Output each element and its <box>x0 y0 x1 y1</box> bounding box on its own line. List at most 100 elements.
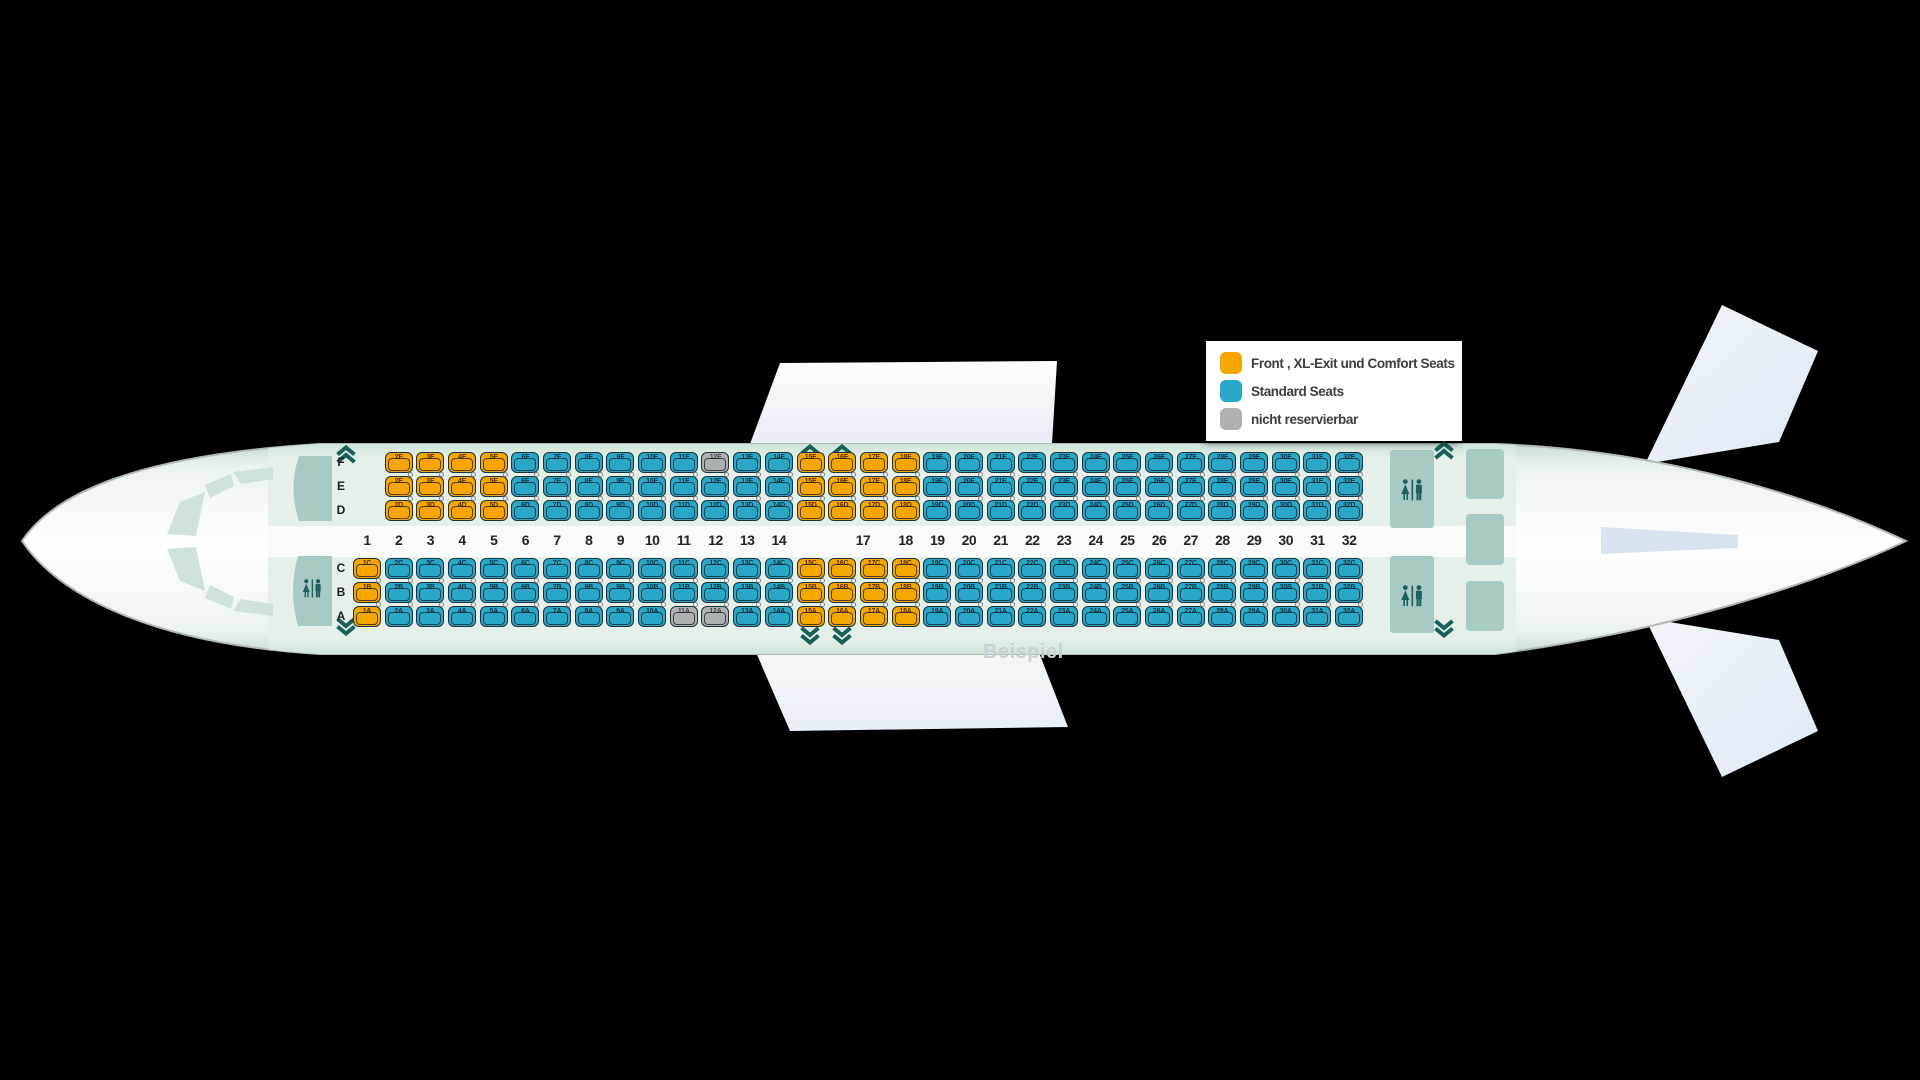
seat-3A[interactable]: 3A <box>416 606 445 627</box>
seat-2B[interactable]: 2B <box>384 582 413 603</box>
seat-7F[interactable]: 7F <box>543 452 572 473</box>
seat-19D[interactable]: 19D <box>923 500 952 521</box>
seat-20B[interactable]: 20B <box>954 582 983 603</box>
seat-10B[interactable]: 10B <box>638 582 667 603</box>
seat-20C[interactable]: 20C <box>954 558 983 579</box>
seat-6C[interactable]: 6C <box>511 558 540 579</box>
seat-6D[interactable]: 6D <box>511 500 540 521</box>
seat-29C[interactable]: 29C <box>1240 558 1269 579</box>
seat-17E[interactable]: 17E <box>859 476 888 497</box>
seat-28E[interactable]: 28E <box>1208 476 1237 497</box>
seat-32B[interactable]: 32B <box>1335 582 1364 603</box>
seat-23C[interactable]: 23C <box>1049 558 1078 579</box>
seat-16C[interactable]: 16C <box>828 558 857 579</box>
seat-7D[interactable]: 7D <box>543 500 572 521</box>
seat-29A[interactable]: 29A <box>1240 606 1269 627</box>
seat-3E[interactable]: 3E <box>416 476 445 497</box>
seat-7C[interactable]: 7C <box>543 558 572 579</box>
seat-26F[interactable]: 26F <box>1145 452 1173 473</box>
seat-17A[interactable]: 17A <box>859 606 888 627</box>
seat-27E[interactable]: 27E <box>1176 476 1205 497</box>
seat-23A[interactable]: 23A <box>1049 606 1078 627</box>
seat-8F[interactable]: 8F <box>574 452 603 473</box>
seat-11A[interactable]: 11A <box>669 606 698 627</box>
seat-31C[interactable]: 31C <box>1303 558 1332 579</box>
seat-14B[interactable]: 14B <box>764 582 793 603</box>
seat-31B[interactable]: 31B <box>1303 582 1332 603</box>
seat-11E[interactable]: 11E <box>669 476 698 497</box>
seat-14E[interactable]: 14E <box>764 476 793 497</box>
seat-21B[interactable]: 21B <box>986 582 1015 603</box>
seat-15A[interactable]: 15A <box>796 606 825 627</box>
seat-13D[interactable]: 13D <box>733 500 762 521</box>
seat-26B[interactable]: 26B <box>1145 582 1173 603</box>
seat-29D[interactable]: 29D <box>1240 500 1269 521</box>
seat-11D[interactable]: 11D <box>669 500 698 521</box>
seat-20D[interactable]: 20D <box>954 500 983 521</box>
seat-5A[interactable]: 5A <box>479 606 508 627</box>
seat-9D[interactable]: 9D <box>606 500 635 521</box>
seat-22B[interactable]: 22B <box>1018 582 1047 603</box>
seat-13B[interactable]: 13B <box>733 582 762 603</box>
seat-12C[interactable]: 12C <box>701 558 730 579</box>
seat-12B[interactable]: 12B <box>701 582 730 603</box>
seat-12A[interactable]: 12A <box>701 606 730 627</box>
seat-15F[interactable]: 15F <box>796 452 825 473</box>
seat-4A[interactable]: 4A <box>448 606 477 627</box>
seat-16B[interactable]: 16B <box>828 582 857 603</box>
seat-1C[interactable]: 1C <box>353 558 381 579</box>
seat-32E[interactable]: 32E <box>1335 476 1364 497</box>
seat-11F[interactable]: 11F <box>669 452 698 473</box>
seat-5B[interactable]: 5B <box>479 582 508 603</box>
seat-11B[interactable]: 11B <box>669 582 698 603</box>
seat-4F[interactable]: 4F <box>448 452 477 473</box>
seat-8C[interactable]: 8C <box>574 558 603 579</box>
seat-2C[interactable]: 2C <box>384 558 413 579</box>
seat-31D[interactable]: 31D <box>1303 500 1332 521</box>
seat-5E[interactable]: 5E <box>479 476 508 497</box>
seat-22C[interactable]: 22C <box>1018 558 1047 579</box>
seat-15D[interactable]: 15D <box>796 500 825 521</box>
seat-18C[interactable]: 18C <box>891 558 920 579</box>
seat-2E[interactable]: 2E <box>384 476 413 497</box>
seat-6F[interactable]: 6F <box>511 452 540 473</box>
seat-27A[interactable]: 27A <box>1176 606 1205 627</box>
seat-8A[interactable]: 8A <box>574 606 603 627</box>
seat-12E[interactable]: 12E <box>701 476 730 497</box>
seat-17F[interactable]: 17F <box>859 452 888 473</box>
seat-27C[interactable]: 27C <box>1176 558 1205 579</box>
seat-26C[interactable]: 26C <box>1145 558 1173 579</box>
seat-17B[interactable]: 17B <box>859 582 888 603</box>
seat-24B[interactable]: 24B <box>1081 582 1110 603</box>
seat-28A[interactable]: 28A <box>1208 606 1237 627</box>
seat-13A[interactable]: 13A <box>733 606 762 627</box>
seat-10E[interactable]: 10E <box>638 476 667 497</box>
seat-25C[interactable]: 25C <box>1113 558 1142 579</box>
seat-9C[interactable]: 9C <box>606 558 635 579</box>
seat-28D[interactable]: 28D <box>1208 500 1237 521</box>
seat-19E[interactable]: 19E <box>923 476 952 497</box>
seat-13C[interactable]: 13C <box>733 558 762 579</box>
seat-9A[interactable]: 9A <box>606 606 635 627</box>
seat-18A[interactable]: 18A <box>891 606 920 627</box>
seat-19F[interactable]: 19F <box>923 452 952 473</box>
seat-4D[interactable]: 4D <box>448 500 477 521</box>
seat-27F[interactable]: 27F <box>1176 452 1205 473</box>
seat-7E[interactable]: 7E <box>543 476 572 497</box>
seat-30C[interactable]: 30C <box>1271 558 1300 579</box>
seat-1B[interactable]: 1B <box>353 582 381 603</box>
seat-9B[interactable]: 9B <box>606 582 635 603</box>
seat-5F[interactable]: 5F <box>479 452 508 473</box>
seat-16D[interactable]: 16D <box>828 500 857 521</box>
seat-20E[interactable]: 20E <box>954 476 983 497</box>
seat-10A[interactable]: 10A <box>638 606 667 627</box>
seat-9F[interactable]: 9F <box>606 452 635 473</box>
seat-24C[interactable]: 24C <box>1081 558 1110 579</box>
seat-12D[interactable]: 12D <box>701 500 730 521</box>
seat-24E[interactable]: 24E <box>1081 476 1110 497</box>
seat-22D[interactable]: 22D <box>1018 500 1047 521</box>
seat-23B[interactable]: 23B <box>1049 582 1078 603</box>
seat-3D[interactable]: 3D <box>416 500 445 521</box>
seat-32F[interactable]: 32F <box>1335 452 1364 473</box>
seat-25D[interactable]: 25D <box>1113 500 1142 521</box>
